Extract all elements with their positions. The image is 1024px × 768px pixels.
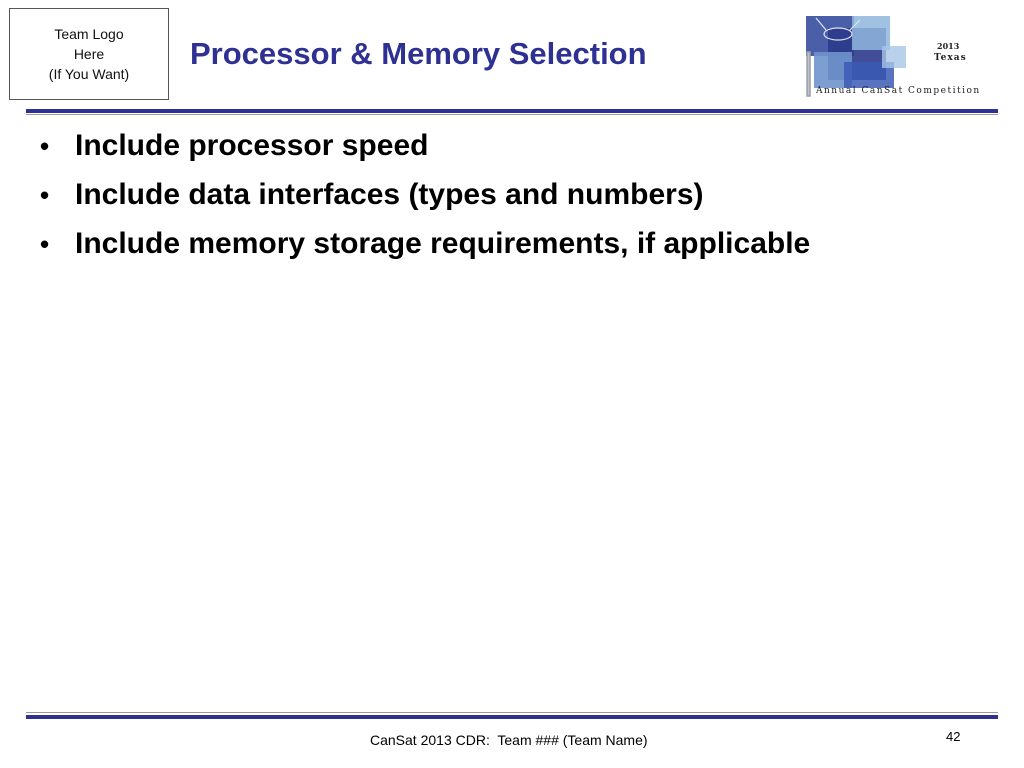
slide-title: Processor & Memory Selection	[190, 36, 647, 71]
bullet-item: • Include memory storage requirements, if…	[40, 224, 810, 273]
footer-text: CanSat 2013 CDR: Team ### (Team Name)	[370, 732, 648, 748]
logo-year: 2013	[937, 41, 960, 51]
bullet-dot-icon: •	[40, 131, 50, 161]
bullet-text: Include memory storage requirements, if …	[75, 227, 811, 260]
bullet-item: • Include data interfaces (types and numb…	[40, 175, 810, 224]
footer-divider	[26, 712, 998, 719]
team-logo-line-3: (If You Want)	[48, 66, 130, 82]
page-number: 42	[946, 729, 961, 744]
bullet-dot-icon: •	[40, 180, 50, 210]
logo-square-3	[852, 16, 890, 50]
cansat-competition-logo: 2013 Texas Annual CanSat Competition	[806, 16, 981, 97]
satellite-icon	[815, 17, 861, 41]
bullet-text: Include data interfaces (types and numbe…	[75, 178, 704, 211]
logo-competition: Annual CanSat Competition	[815, 86, 981, 96]
team-logo-line-1: Team Logo	[54, 26, 124, 42]
logo-square-6	[882, 46, 906, 68]
team-logo-line-2: Here	[73, 46, 105, 62]
bullet-list: • Include processor speed • Include data i…	[40, 126, 810, 273]
bullet-text: Include processor speed	[75, 129, 429, 162]
team-logo-placeholder: Team Logo Here (If You Want)	[9, 8, 169, 100]
rocket-icon	[806, 51, 811, 97]
logo-state: Texas	[934, 53, 967, 63]
bullet-item: • Include processor speed	[40, 126, 810, 175]
bullet-dot-icon: •	[40, 229, 50, 259]
header-divider	[26, 109, 998, 115]
